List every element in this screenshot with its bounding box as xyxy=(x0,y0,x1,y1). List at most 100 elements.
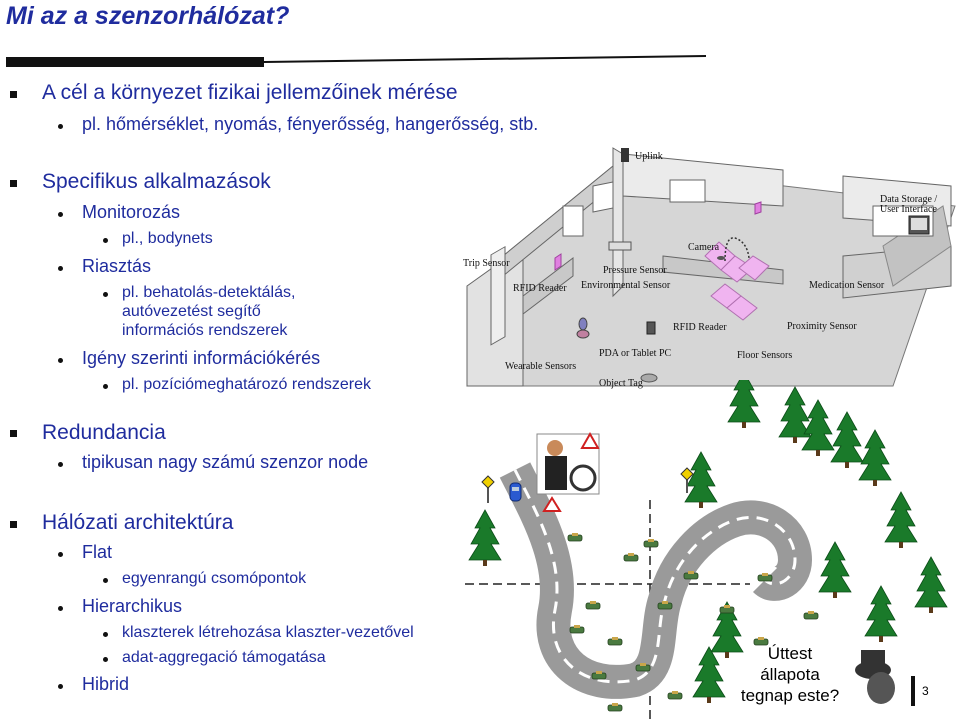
tree-icon xyxy=(884,491,918,549)
bullet-b3-sub1: tipikusan nagy számú szenzor node xyxy=(82,452,369,472)
bullet-b3: Redundancia xyxy=(42,421,166,444)
caption: Úttest állapota tegnap este? xyxy=(735,643,845,706)
bullet-dot xyxy=(58,552,63,557)
sensor-node-icon xyxy=(607,702,623,712)
tree-icon xyxy=(864,585,898,643)
page-number: 3 xyxy=(922,684,929,698)
tree-icon xyxy=(692,646,726,704)
pda-icon xyxy=(646,321,656,335)
floor-sensor-pink xyxy=(726,295,758,321)
car-icon xyxy=(509,482,522,502)
camera-icon xyxy=(717,256,725,260)
sensor-node-icon xyxy=(803,610,819,620)
caption-line: tegnap este? xyxy=(740,686,840,705)
wearable-sensors-label: Wearable Sensors xyxy=(505,361,576,372)
window xyxy=(669,179,706,203)
bullet-dot xyxy=(103,384,108,389)
bullet-dot xyxy=(103,632,108,637)
driver-head xyxy=(547,440,563,456)
steering-wheel-icon xyxy=(569,464,597,492)
warning-sign-icon xyxy=(680,467,694,481)
sensor-node-icon xyxy=(569,624,585,634)
wall-sensor-pink xyxy=(554,253,562,271)
uplink-label: Uplink xyxy=(635,151,663,162)
warning-triangle-icon xyxy=(542,496,562,512)
bullet-dot xyxy=(103,657,108,662)
data-storage-label-2: User Interface xyxy=(880,204,937,215)
detective-icon xyxy=(855,650,915,706)
medication-sensor-label: Medication Sensor xyxy=(809,280,885,291)
floor-sensor-pink xyxy=(738,255,770,281)
environmental-sensor-label: Environmental Sensor xyxy=(581,280,671,291)
bullet-b2: Specifikus alkalmazások xyxy=(42,170,271,193)
bullet-b2-sub1-sub1: pl., bodynets xyxy=(122,230,213,247)
rfid-reader-label-2: RFID Reader xyxy=(673,322,727,333)
title-underline xyxy=(6,55,706,67)
bullet-dot xyxy=(58,606,63,611)
data-storage-label-1: Data Storage / xyxy=(880,194,937,205)
bullet-b1-sub1: pl. hőmérséklet, nyomás, fényerősség, ha… xyxy=(82,114,539,134)
bullet-b4-sub2-sub1: klaszterek létrehozása klaszter-vezetőve… xyxy=(122,624,414,641)
bullet-dot xyxy=(58,124,63,129)
floor-sensors-label: Floor Sensors xyxy=(737,350,792,361)
wearable-sensor-icon xyxy=(576,329,590,339)
tree-icon xyxy=(818,541,852,599)
bullet-dot xyxy=(58,358,63,363)
bullet-square xyxy=(10,91,17,98)
bullet-b4-sub3: Hibrid xyxy=(82,674,130,694)
warning-sign-icon xyxy=(481,475,495,489)
caption-line: állapota xyxy=(760,665,820,684)
camera-view-arc xyxy=(724,237,750,262)
pressure-mat xyxy=(608,241,632,251)
bullet-b1: A cél a környezet fizikai jellemzőinek m… xyxy=(42,81,458,104)
sensor-node-icon xyxy=(757,572,773,582)
bullet-b4-sub2: Hierarchikus xyxy=(82,596,183,616)
bullet-b4-sub1-sub1: egyenrangú csomópontok xyxy=(122,570,307,587)
door xyxy=(490,245,506,346)
tree-icon xyxy=(858,429,892,487)
bullet-b4: Hálózati architektúra xyxy=(42,511,234,534)
bullet-dot xyxy=(103,238,108,243)
bullet-b2-sub2: Riasztás xyxy=(82,256,152,276)
bullet-dot xyxy=(58,212,63,217)
wearable-sensor-icon xyxy=(578,317,588,331)
warning-triangle-icon xyxy=(580,431,600,449)
road-center-line xyxy=(513,469,797,684)
tree-icon xyxy=(778,386,812,444)
sensor-node-icon xyxy=(567,532,583,542)
bullet-b4-sub2-sub2: adat-aggregació támogatása xyxy=(122,649,326,666)
road-sensor-illustration xyxy=(465,380,948,720)
wall xyxy=(522,256,574,316)
sensor-node-icon xyxy=(667,690,683,700)
bullet-dot xyxy=(58,462,63,467)
pressure-sensor-label: Pressure Sensor xyxy=(603,265,667,276)
bullet-b2-sub1: Monitorozás xyxy=(82,202,181,222)
bullet-dot xyxy=(103,292,108,297)
trip-sensor-label: Trip Sensor xyxy=(463,258,510,269)
bullet-square xyxy=(10,521,17,528)
sensor-node-icon xyxy=(719,604,735,614)
bullet-square xyxy=(10,430,17,437)
tree-icon xyxy=(727,380,761,429)
bullet-square xyxy=(10,180,17,187)
proximity-sensor-label: Proximity Sensor xyxy=(787,321,857,332)
bullet-b2-sub3: Igény szerinti információkérés xyxy=(82,348,321,368)
bullet-b2-sub2-sub1: pl. behatolás-detektálás, autóvezetést s… xyxy=(122,284,296,339)
car-windshield xyxy=(512,487,519,491)
bullet-dot xyxy=(58,266,63,271)
wall-sensor-pink xyxy=(754,201,762,215)
caption-line: Úttest xyxy=(767,644,813,663)
sign-post xyxy=(487,481,489,503)
computer-screen xyxy=(911,218,927,230)
tree-icon xyxy=(801,399,835,457)
driver-body xyxy=(545,456,567,490)
object-tag-label: Object Tag xyxy=(599,378,643,389)
bullet-b4-sub1: Flat xyxy=(82,542,113,562)
window xyxy=(592,181,614,213)
sign-post xyxy=(686,473,688,493)
tree-icon xyxy=(468,509,502,567)
pda-label: PDA or Tablet PC xyxy=(599,348,672,359)
tree-icon xyxy=(684,451,718,509)
sensor-node-icon xyxy=(643,538,659,548)
smart-home-diagram: Uplink Data Storage / User Interface Cam… xyxy=(463,147,956,389)
